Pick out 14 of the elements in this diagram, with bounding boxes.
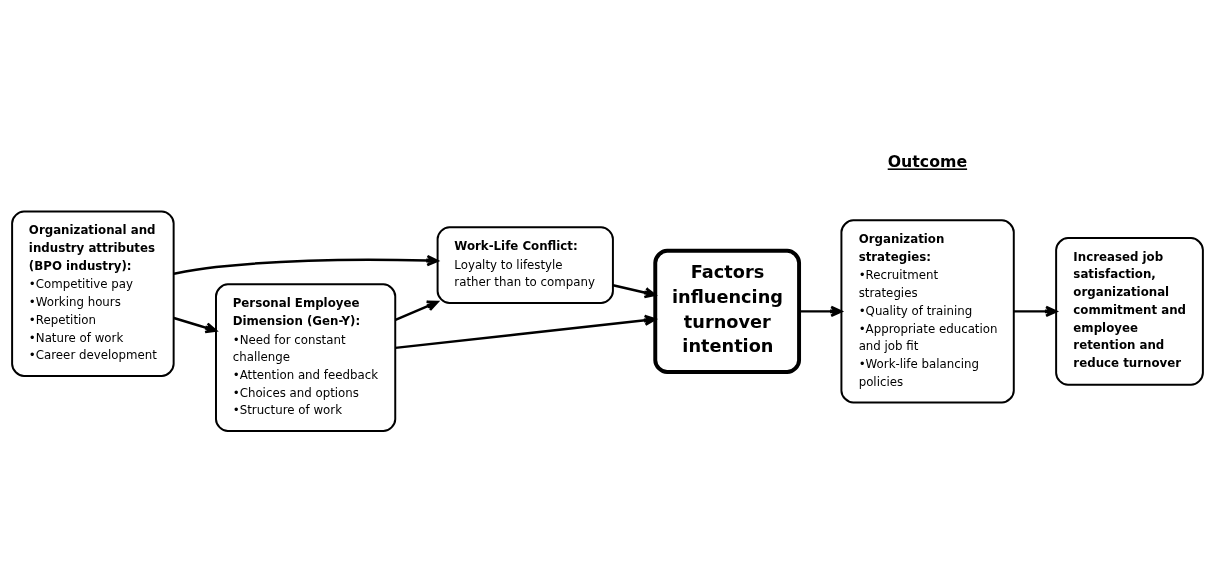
node-box: Organizational and industry attributes (BPO industry): •Competitive pay •Working hours •Repetition •Nature of work •Career development	[11, 210, 175, 377]
label: Outcome	[887, 152, 968, 172]
arrow	[1013, 305, 1058, 318]
arrow	[395, 300, 439, 322]
node-box: Increased job satisfaction, organizational commitment and employee retention and reduce turnover	[1055, 237, 1204, 386]
arrow	[612, 284, 657, 299]
arrow	[173, 316, 218, 334]
arrow	[173, 254, 439, 275]
arrow	[799, 305, 843, 318]
node-box: Factors influencing turnover intention	[653, 248, 802, 374]
node-box: Organization strategies: •Recruitment strategies •Quality of training •Appropriate education and job fit •Work-life balancing policies	[840, 219, 1015, 404]
arrow	[395, 314, 657, 350]
node-box: Personal Employee Dimension (Gen-Y): •Need for constant challenge •Attention and feedback •Choices and options •Structure of work	[215, 283, 397, 433]
node-box: Work-Life Conflict: Loyalty to lifestyle rather than to company	[436, 226, 614, 304]
